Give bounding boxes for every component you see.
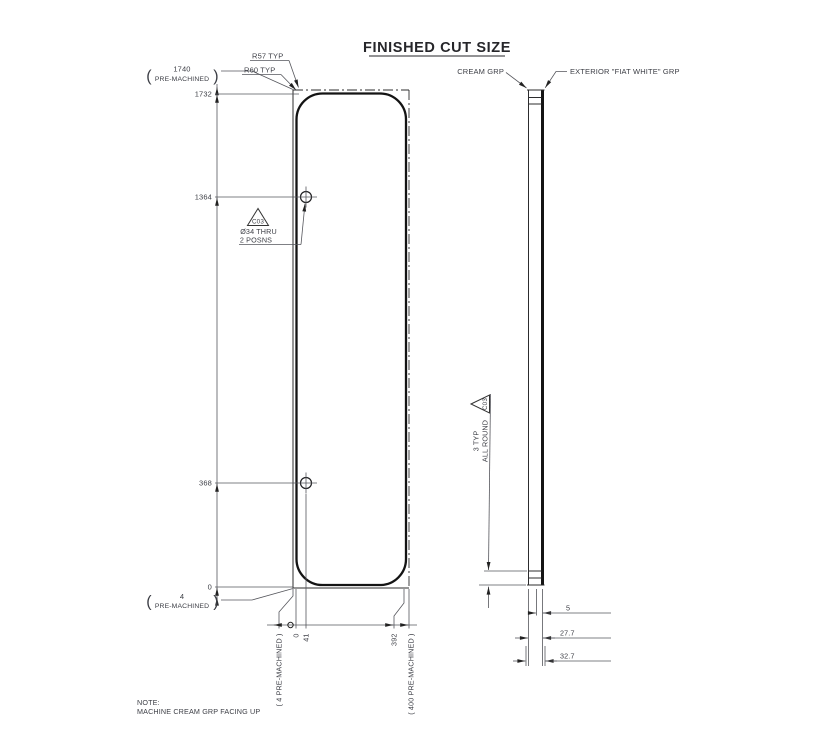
flag-triangle-icon [469,394,490,414]
hole-note-line1: Ø34 THRU [240,227,277,236]
r57-label: R57 TYP [252,52,283,61]
dim-27-7: 27.7 [560,629,575,638]
dim-1740: 1740 [173,65,190,74]
flag-code: C03 [252,219,264,226]
r60-leader [280,74,297,91]
flag-triangle-icon [246,207,270,226]
leader-1740 [221,70,294,90]
edge-note-line1: 3 TYP [472,431,481,452]
dim-368: 368 [199,479,212,488]
dim-41: 41 [302,634,311,642]
ext-392 [393,589,405,629]
dim-1732: 1732 [195,90,212,99]
finished-panel-outline [295,92,408,587]
bracket-close: ) [213,594,218,611]
dim-5: 5 [566,604,570,613]
cream-grp-leader [505,72,527,89]
front-view-outline [292,89,410,589]
note-heading: NOTE: [137,698,160,707]
r57-leader [288,60,299,88]
bracket-open: ( [146,594,152,611]
ext-4pre [278,589,294,629]
datum-circle-icon [287,621,294,629]
side-view-outline [527,89,545,586]
r60-label: R60 TYP [244,66,275,75]
dim-1364: 1364 [195,193,212,202]
hole-upper [295,186,317,208]
leader-4pre [221,588,294,601]
bracket-close: ) [213,68,218,85]
exterior-grp-leader [544,71,567,89]
cream-grp-label: CREAM GRP [457,67,504,76]
side-view-leaders: CREAM GRP EXTERIOR "FIAT WHITE" GRP [457,67,680,89]
bottom-ordinate-dimensions: ( 4 PRE-MACHINED ) 0 41 392 ( 400 PRE-MA… [267,494,417,715]
left-ordinate-dimensions: ( 1740 PRE-MACHINED ) 1732 1364 368 0 ( … [146,65,299,611]
page-title: FINISHED CUT SIZE [363,40,511,56]
dim-392: 392 [390,634,399,646]
dim-400pre-machined: ( 400 PRE-MACHINED ) [407,634,416,715]
edge-note-line2: ALL ROUND [481,420,490,462]
dim-4pre-machined: ( 4 PRE-MACHINED ) [275,634,284,707]
thickness-dimensions: 5 27.7 32.7 [513,589,611,666]
hole-flag-note: C03 Ø34 THRU 2 POSNS [239,203,307,245]
edge-flag-note: C03 3 TYP ALL ROUND [469,393,527,608]
flag-code: C03 [482,398,489,410]
note-body: MACHINE CREAM GRP FACING UP [137,707,260,716]
dim-4-label: PRE-MACHINED [155,603,209,610]
hole-lower [295,472,317,494]
drawing-title: FINISHED CUT SIZE [363,40,511,57]
dim-0: 0 [292,634,301,638]
edge-note-leader [486,393,491,571]
dim-4: 4 [180,592,184,601]
dim-0: 0 [208,583,212,592]
radius-callouts: R57 TYP R60 TYP [242,52,299,91]
note-leader [300,203,307,245]
bracket-open: ( [146,68,152,85]
drawing-note: NOTE: MACHINE CREAM GRP FACING UP [137,698,260,716]
exterior-grp-label: EXTERIOR "FIAT WHITE" GRP [570,67,680,76]
dim-1740-label: PRE-MACHINED [155,76,209,83]
hole-note-line2: 2 POSNS [240,236,272,245]
dim-32-7: 32.7 [560,652,575,661]
